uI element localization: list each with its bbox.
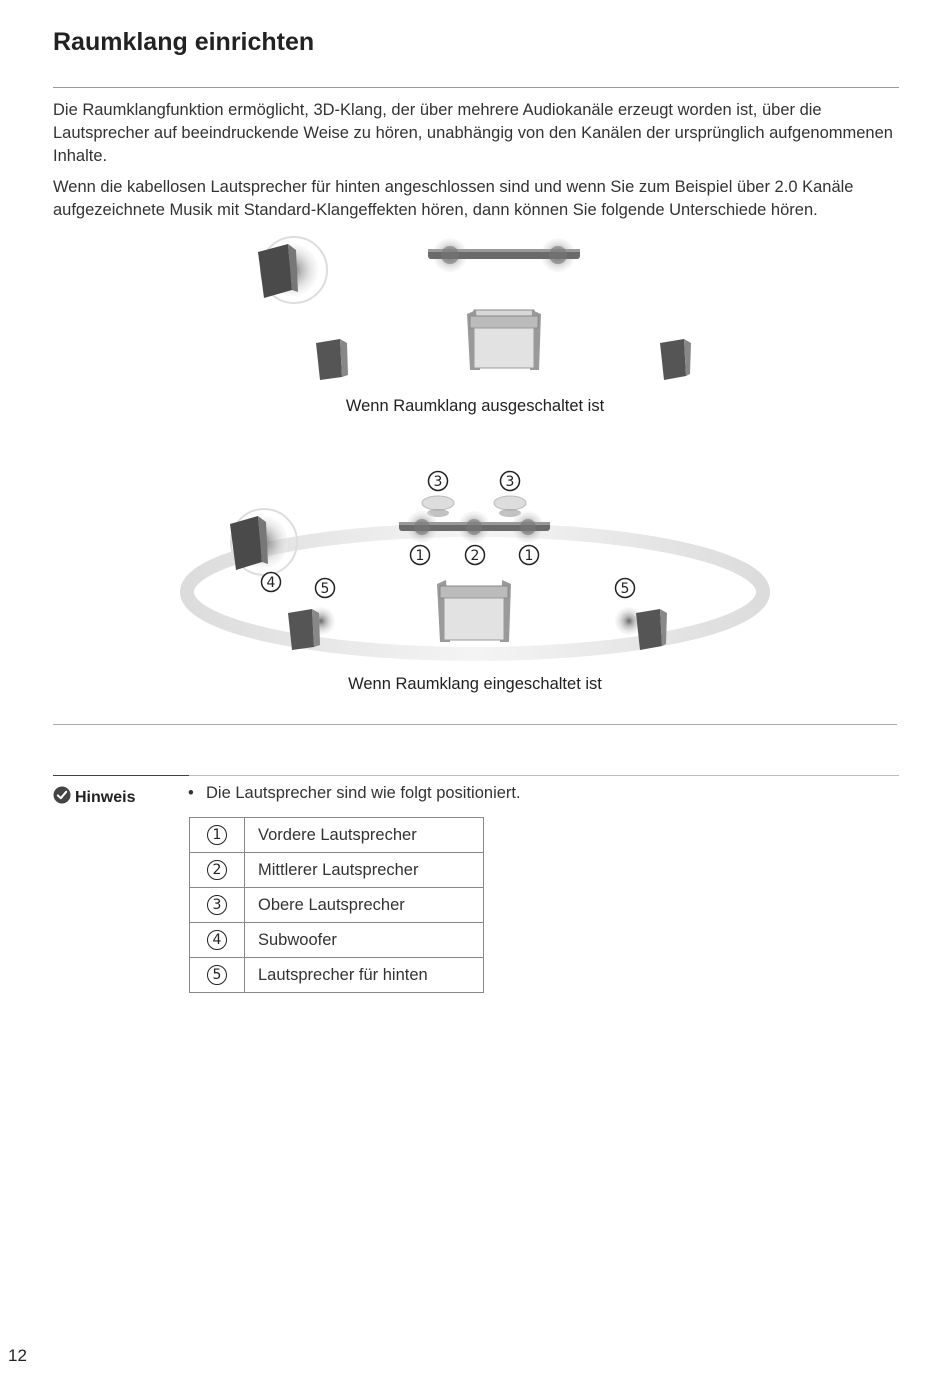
page-title: Raumklang einrichten	[53, 28, 315, 56]
surround-figure: 3 3 1 2 1	[0, 230, 950, 710]
svg-text:1: 1	[416, 548, 425, 564]
title-divider	[53, 87, 899, 88]
marker-subwoofer: 4	[260, 571, 282, 593]
example-paragraph: Wenn die kabellosen Lautsprecher für hin…	[53, 178, 854, 219]
soundbar-icon	[399, 511, 550, 543]
legend-number: 1	[207, 825, 227, 845]
note-divider-right	[189, 775, 899, 776]
note-bullet-text: Die Lautsprecher sind wie folgt position…	[206, 784, 521, 802]
marker-rear-right: 5	[614, 577, 636, 599]
speaker-legend-table: 1 Vordere Lautsprecher 2 Mittlerer Lauts…	[189, 817, 484, 993]
svg-text:1: 1	[525, 548, 534, 564]
subwoofer-icon	[258, 236, 328, 304]
svg-text:3: 3	[434, 474, 443, 490]
svg-text:2: 2	[471, 548, 480, 564]
legend-label: Mittlerer Lautsprecher	[244, 852, 484, 888]
caption-surround-on: Wenn Raumklang eingeschaltet ist	[348, 675, 602, 693]
table-row: 1 Vordere Lautsprecher	[189, 817, 484, 853]
note-heading: Hinweis	[53, 786, 135, 809]
diagram-surround-on: 3 3 1 2 1	[180, 470, 770, 661]
intro-paragraph: Die Raumklangfunktion ermöglicht, 3D-Kla…	[53, 101, 893, 165]
table-row: 3 Obere Lautsprecher	[189, 887, 484, 923]
legend-label: Subwoofer	[244, 922, 484, 958]
legend-number: 2	[207, 860, 227, 880]
marker-front-right: 1	[518, 544, 540, 566]
table-row: 5 Lautsprecher für hinten	[189, 957, 484, 993]
legend-label: Obere Lautsprecher	[244, 887, 484, 923]
legend-number: 3	[207, 895, 227, 915]
note-divider-left	[53, 775, 189, 776]
svg-text:3: 3	[506, 474, 515, 490]
top-speaker-icon	[421, 495, 527, 517]
marker-front-left: 1	[409, 544, 431, 566]
section-divider	[53, 724, 897, 725]
svg-text:4: 4	[267, 575, 276, 591]
soundbar-icon	[428, 238, 580, 272]
caption-surround-off: Wenn Raumklang ausgeschaltet ist	[345, 397, 605, 415]
marker-top-left: 3	[427, 470, 449, 492]
speaker-diagram: 3 3 1 2 1	[180, 236, 770, 661]
check-circle-icon	[53, 786, 71, 809]
sofa-icon	[467, 309, 541, 370]
page-number: 12	[8, 1346, 27, 1365]
note-bullet: • Die Lautsprecher sind wie folgt positio…	[188, 784, 521, 803]
marker-rear-left: 5	[314, 577, 336, 599]
marker-center: 2	[464, 544, 486, 566]
sofa-icon	[437, 580, 511, 642]
legend-label: Lautsprecher für hinten	[244, 957, 484, 993]
svg-text:5: 5	[621, 581, 630, 597]
note-label: Hinweis	[75, 788, 136, 806]
table-row: 4 Subwoofer	[189, 922, 484, 958]
subwoofer-icon	[230, 508, 298, 576]
diagram-surround-off	[258, 236, 691, 380]
rear-speaker-left-icon	[288, 607, 335, 650]
legend-number: 4	[207, 930, 227, 950]
bullet-dot: •	[188, 784, 194, 802]
table-row: 2 Mittlerer Lautsprecher	[189, 852, 484, 888]
marker-top-right: 3	[499, 470, 521, 492]
rear-speaker-right-icon	[660, 339, 691, 380]
legend-label: Vordere Lautsprecher	[244, 817, 484, 853]
rear-speaker-left-icon	[316, 339, 348, 380]
legend-number: 5	[207, 965, 227, 985]
rear-speaker-right-icon	[615, 607, 667, 650]
svg-text:5: 5	[321, 581, 330, 597]
